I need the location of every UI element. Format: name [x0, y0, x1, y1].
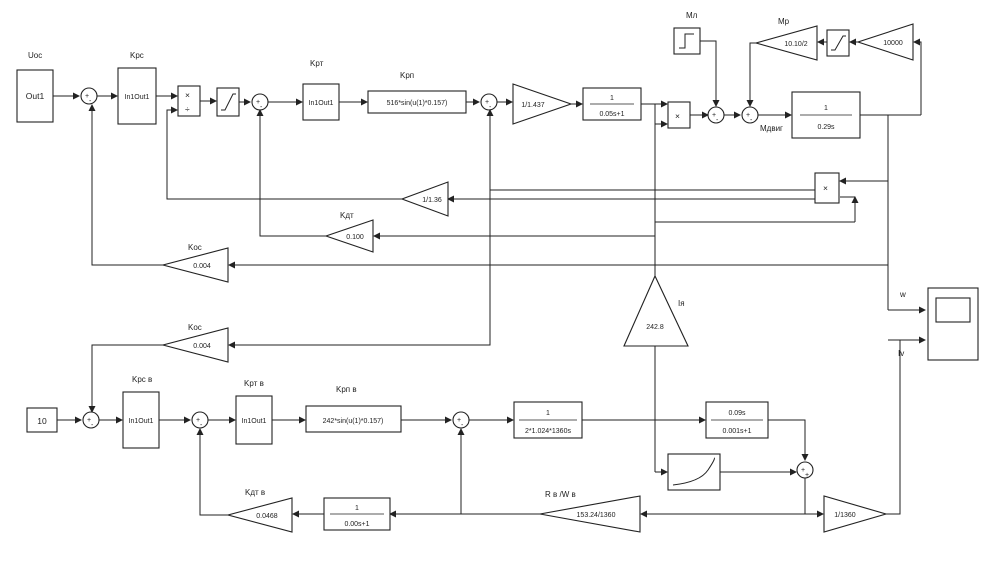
label-uoc: Uoc: [28, 51, 42, 60]
svg-text:1/1.437: 1/1.437: [521, 102, 544, 109]
svg-text:10: 10: [37, 416, 47, 426]
kpt-block[interactable]: [302, 83, 340, 121]
svg-text:10000: 10000: [883, 40, 903, 47]
gain-1-1360[interactable]: [823, 495, 888, 533]
svg-text:-: -: [461, 422, 464, 429]
svg-text:0.004: 0.004: [193, 343, 211, 350]
gain-1010[interactable]: [753, 25, 818, 61]
svg-text:0.001s+1: 0.001s+1: [723, 428, 752, 435]
gain-10000[interactable]: [856, 23, 914, 61]
label-iv: Iv: [898, 349, 904, 358]
svg-text:1: 1: [355, 505, 359, 512]
svg-text:÷: ÷: [185, 104, 190, 114]
label-rd: R в /W в: [545, 490, 576, 499]
label-koc2: Koc: [188, 323, 202, 332]
svg-text:0.004: 0.004: [193, 263, 211, 270]
svg-text:-: -: [91, 422, 94, 429]
label-kpp: Kpп: [400, 71, 414, 80]
gain-1-136[interactable]: [400, 181, 449, 217]
label-kdt-b: Kдт в: [245, 488, 265, 497]
gain-0004-top[interactable]: [160, 247, 229, 283]
svg-text:In1Out1: In1Out1: [309, 100, 334, 107]
gain-00468[interactable]: [225, 497, 293, 533]
svg-text:In1Out1: In1Out1: [242, 418, 267, 425]
svg-text:+: +: [485, 99, 489, 106]
svg-text:0.29s: 0.29s: [817, 124, 835, 131]
svg-text:+: +: [746, 112, 750, 119]
kpp-b-fcn-block[interactable]: [305, 405, 402, 433]
svg-text:+: +: [801, 467, 805, 474]
label-kpt: Kpт: [310, 59, 324, 68]
svg-text:0.09s: 0.09s: [728, 410, 746, 417]
label-kpc-b: Kpc в: [132, 375, 152, 384]
svg-text:×: ×: [675, 111, 680, 121]
label-ia: Iя: [678, 299, 685, 308]
svg-text:242.8: 242.8: [646, 324, 664, 331]
label-mdvig: Mдвиг: [760, 124, 783, 133]
gain-1-1437[interactable]: [512, 83, 573, 125]
svg-text:-: -: [489, 104, 492, 111]
gain-153[interactable]: [539, 495, 641, 533]
uoc-out-text: Out1: [26, 91, 45, 101]
svg-text:×: ×: [185, 90, 190, 100]
saturation-block-2[interactable]: [826, 29, 850, 57]
svg-text:×: ×: [823, 183, 828, 193]
svg-text:516*sin(u(1)*0.157): 516*sin(u(1)*0.157): [387, 100, 448, 107]
svg-text:242*sin(u(1)*0.157): 242*sin(u(1)*0.157): [323, 418, 384, 425]
scope-screen: [935, 297, 971, 323]
label-kdt: Kдт: [340, 211, 354, 220]
svg-text:2*1.024*1360s: 2*1.024*1360s: [525, 428, 571, 435]
svg-text:0.0468: 0.0468: [256, 513, 278, 520]
svg-text:1/1.36: 1/1.36: [422, 197, 442, 204]
svg-text:0.05s+1: 0.05s+1: [599, 111, 624, 118]
svg-text:+: +: [256, 99, 260, 106]
svg-text:+: +: [457, 417, 461, 424]
svg-text:In1Out1: In1Out1: [129, 418, 154, 425]
kpc-text: In1Out1: [125, 94, 150, 101]
svg-text:153.24/1360: 153.24/1360: [577, 512, 616, 519]
svg-text:1: 1: [546, 410, 550, 417]
svg-text:+: +: [85, 93, 89, 100]
gain-0004-bottom[interactable]: [160, 327, 229, 363]
product-block-3[interactable]: [814, 172, 840, 204]
svg-text:+: +: [87, 417, 91, 424]
label-kpp-b: Kpп в: [336, 385, 357, 394]
ml-step-block[interactable]: [673, 27, 701, 55]
uoc-block[interactable]: [16, 69, 54, 123]
saturation-block-1[interactable]: [216, 87, 240, 117]
label-w: w: [899, 290, 906, 299]
svg-text:+: +: [712, 112, 716, 119]
svg-text:+: +: [805, 472, 809, 479]
svg-text:-: -: [750, 117, 753, 124]
kpc-b-block[interactable]: [122, 391, 160, 449]
gain-2428[interactable]: [623, 274, 689, 347]
svg-text:+: +: [196, 417, 200, 424]
svg-text:10.10/2: 10.10/2: [784, 41, 807, 48]
svg-text:1: 1: [824, 105, 828, 112]
svg-text:1/1360: 1/1360: [834, 512, 856, 519]
label-ml: Mл: [686, 11, 698, 20]
label-mp: Mp: [778, 17, 790, 26]
svg-text:-: -: [89, 98, 92, 105]
label-kpt-b: Kpт в: [244, 379, 264, 388]
svg-text:-: -: [716, 117, 719, 124]
label-kpc: Kpc: [130, 51, 144, 60]
svg-text:0.00s+1: 0.00s+1: [344, 521, 369, 528]
svg-text:1: 1: [610, 95, 614, 102]
svg-text:-: -: [200, 422, 203, 429]
svg-text:0.100: 0.100: [346, 234, 364, 241]
label-kos: Koc: [188, 243, 202, 252]
kpt-b-block[interactable]: [235, 395, 273, 445]
gain-0100[interactable]: [324, 219, 374, 253]
svg-text:-: -: [260, 104, 263, 111]
